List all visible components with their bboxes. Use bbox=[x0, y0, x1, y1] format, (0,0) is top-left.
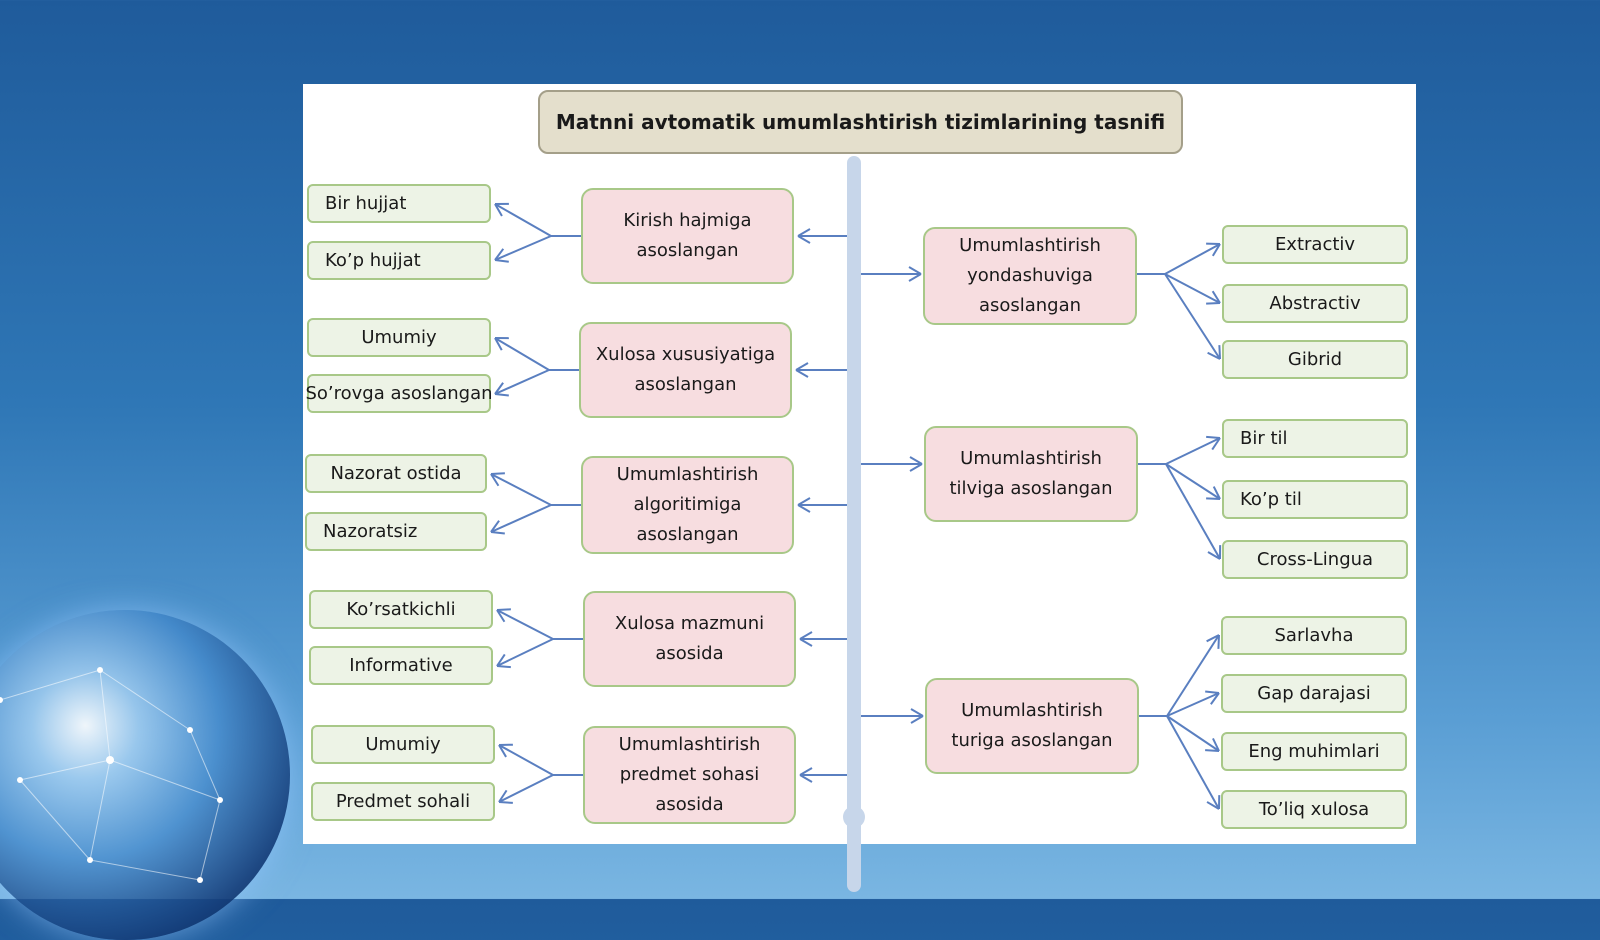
leaf-single-document: Bir hujjat bbox=[307, 184, 491, 223]
leaf-unsupervised: Nazoratsiz bbox=[305, 512, 487, 551]
leaf-indicative: Ko’rsatkichli bbox=[309, 590, 493, 629]
category-summary-content: Xulosa mazmuni asosida bbox=[583, 591, 796, 687]
leaf-general-2: Umumiy bbox=[311, 725, 495, 764]
leaf-cross-lingual: Cross-Lingua bbox=[1222, 540, 1408, 579]
leaf-domain-specific: Predmet sohali bbox=[311, 782, 495, 821]
category-type: Umumlashtirish turiga asoslangan bbox=[925, 678, 1139, 774]
category-algorithm: Umumlashtirish algoritimiga asoslangan bbox=[581, 456, 794, 554]
leaf-general: Umumiy bbox=[307, 318, 491, 357]
globe-image bbox=[0, 610, 290, 940]
leaf-highlights: Eng muhimlari bbox=[1221, 732, 1407, 771]
diagram-title: Matnni avtomatik umumlashtirish tizimlar… bbox=[538, 90, 1183, 154]
leaf-full-summary: To’liq xulosa bbox=[1221, 790, 1407, 829]
central-spine bbox=[847, 156, 861, 892]
category-approach: Umumlashtirish yondashuviga asoslangan bbox=[923, 227, 1137, 325]
leaf-monolingual: Bir til bbox=[1222, 419, 1408, 458]
category-language: Umumlashtirish tilviga asoslangan bbox=[924, 426, 1138, 522]
leaf-abstractive: Abstractiv bbox=[1222, 284, 1408, 323]
leaf-headline: Sarlavha bbox=[1221, 616, 1407, 655]
category-subject-domain: Umumlashtirish predmet sohasi asosida bbox=[583, 726, 796, 824]
category-input-size: Kirish hajmiga asoslangan bbox=[581, 188, 794, 284]
spine-end bbox=[843, 806, 865, 828]
leaf-hybrid: Gibrid bbox=[1222, 340, 1408, 379]
leaf-multi-document: Ko’p hujjat bbox=[307, 241, 491, 280]
diagram-panel: Matnni avtomatik umumlashtirish tizimlar… bbox=[303, 84, 1416, 844]
leaf-sentence-level: Gap darajasi bbox=[1221, 674, 1407, 713]
leaf-supervised: Nazorat ostida bbox=[305, 454, 487, 493]
leaf-extractive: Extractiv bbox=[1222, 225, 1408, 264]
category-summary-feature: Xulosa xususiyatiga asoslangan bbox=[579, 322, 792, 418]
leaf-query-based: So’rovga asoslangan bbox=[307, 374, 491, 413]
leaf-multilingual: Ko’p til bbox=[1222, 480, 1408, 519]
leaf-informative: Informative bbox=[309, 646, 493, 685]
